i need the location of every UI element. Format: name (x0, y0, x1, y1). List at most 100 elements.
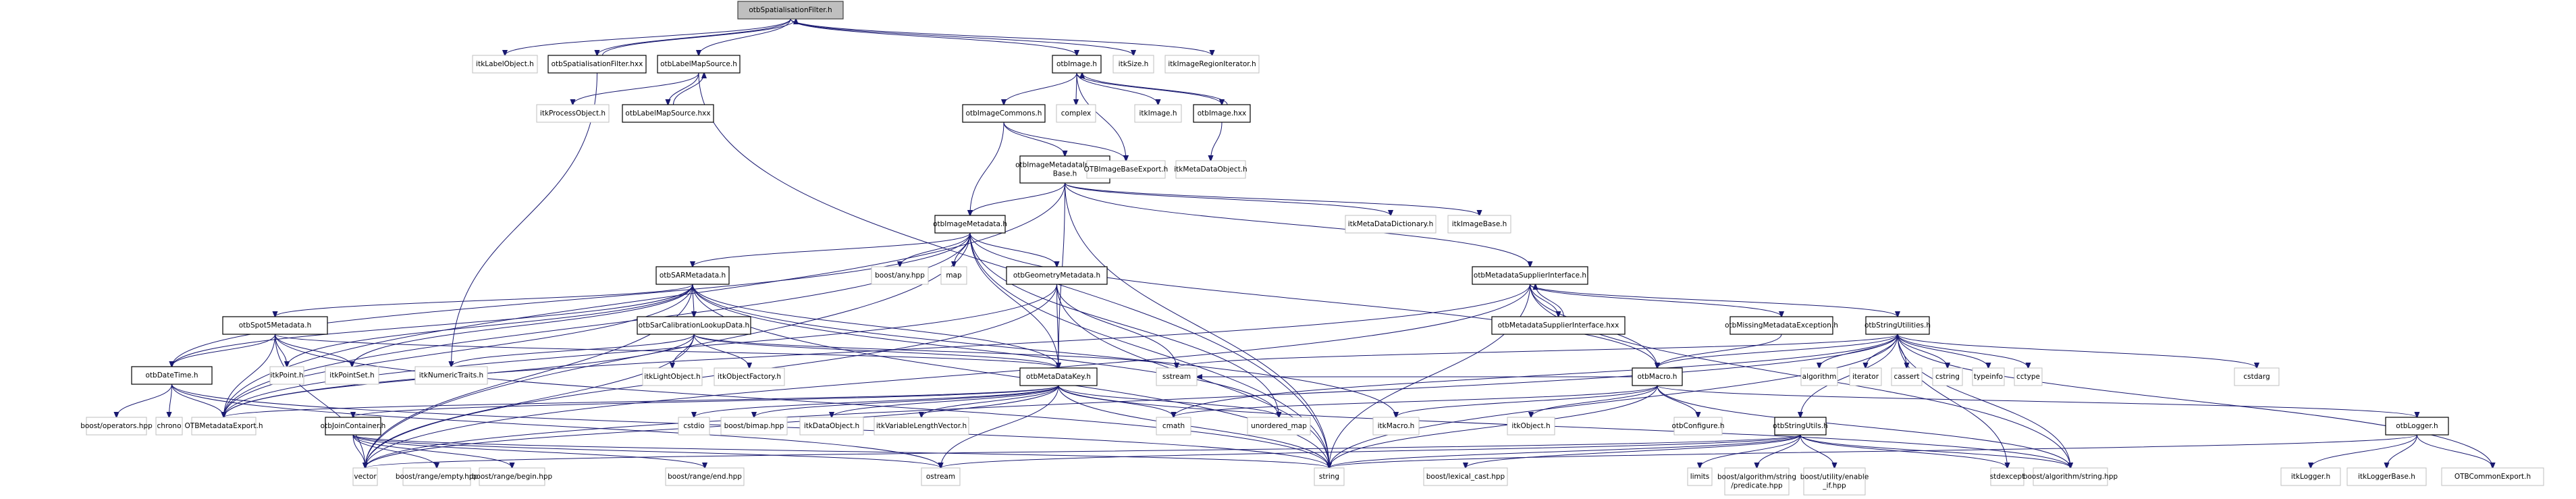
node-stdexcept: stdexcept (1990, 467, 2024, 486)
node-box (155, 417, 183, 436)
node-root[interactable]: otbSpatialisationFilter.h (737, 1, 844, 20)
node-mdSupplierHxx[interactable]: otbMetadataSupplierInterface.hxx (1491, 316, 1626, 335)
node-sarCalib[interactable]: otbSarCalibrationLookupData.h (637, 316, 751, 335)
edge-stringUtils-to-vector (365, 434, 1801, 468)
edge-stringUtils-to-stdexcept (1800, 434, 2008, 468)
node-label: boost/lexical_cast.hpp (1426, 473, 1505, 481)
node-imageMetadata[interactable]: otbImageMetadata.h (933, 215, 1007, 234)
edge-imageMetadata-to-geometryMetadata (969, 232, 1057, 267)
node-box (874, 417, 969, 436)
edge-otbMacro-to-otbLogger (1657, 385, 2417, 417)
edge-joinContainer-to-boostRangeEmpty (352, 434, 437, 468)
edge-stringUtilities-to-sstream (1177, 334, 1898, 368)
node-box (1052, 55, 1102, 74)
edge-otbLogger-to-itkLoggerBase (2387, 434, 2417, 468)
node-missingMdException[interactable]: otbMissingMetadataException.h (1725, 316, 1838, 335)
node-otbImage[interactable]: otbImage.h (1052, 55, 1102, 74)
node-label: cstring (1935, 373, 1960, 381)
node-labelMapSourceHxx[interactable]: otbLabelMapSource.hxx (622, 104, 714, 123)
node-label: otbStringUtils.h (1773, 422, 1828, 430)
edge-dateTime-to-boostOperators (117, 384, 172, 417)
node-box (940, 266, 967, 285)
node-otbMacro[interactable]: otbMacro.h (1632, 367, 1683, 386)
edge-stringUtilities-to-algorithm (1819, 334, 1898, 368)
node-imageCommons[interactable]: otbImageCommons.h (962, 104, 1046, 123)
node-stringUtilities[interactable]: otbStringUtilities.h (1864, 316, 1931, 335)
edge-otbLogger-to-itkLogger (2311, 434, 2417, 468)
node-box (642, 367, 703, 386)
node-label: otbSpatialisationFilter.h (749, 6, 832, 14)
node-label: boost/any.hpp (875, 271, 925, 280)
edge-imageMetadata-to-boostAny (900, 232, 971, 267)
edge-otbLogger-to-otbCommonExport (2417, 434, 2493, 468)
node-box (1134, 104, 1182, 123)
node-label: boost/range/begin.hpp (472, 473, 553, 481)
node-spatialHxx[interactable]: otbSpatialisationFilter.hxx (547, 55, 647, 74)
node-itkObject: itkObject.h (1507, 417, 1555, 436)
edge-imdInterfaceBase-to-itkImageBase (1065, 182, 1480, 215)
edge-stringUtils-to-boostLexicalCast (1466, 434, 1801, 468)
edge-sarCalib-to-sstream (693, 334, 1177, 368)
edge-spot5Metadata-to-vector (275, 334, 366, 468)
node-label: /predicate.hpp (1731, 482, 1783, 490)
edge-otbImage-to-itkImage (1076, 72, 1158, 105)
node-otbImageHxx[interactable]: otbImage.hxx (1193, 104, 1251, 123)
node-label: ostream (926, 473, 955, 481)
node-otbLogger[interactable]: otbLogger.h (2385, 417, 2449, 436)
node-box (1800, 367, 1838, 386)
node-label: otbStringUtilities.h (1864, 321, 1931, 330)
edge-otbMacro-to-itkMacro (1396, 385, 1658, 417)
node-box (655, 266, 730, 285)
node-box (962, 104, 1046, 123)
edge-sarMetadata-to-spot5Metadata (275, 284, 693, 317)
node-metaDataKey[interactable]: otbMetaDataKey.h (1019, 367, 1098, 386)
node-box (86, 417, 147, 436)
node-box (1972, 367, 2005, 386)
node-mdSupplier[interactable]: otbMetadataSupplierInterface.h (1472, 266, 1588, 285)
node-label: otbLogger.h (2396, 422, 2438, 430)
edge-imageMetadata-to-dateTime (172, 232, 971, 367)
node-box (1193, 104, 1251, 123)
edge-sarCalib-to-itkNumericTraits (452, 334, 695, 367)
edge-imageMetadata-to-otbMetadataExport (224, 232, 971, 417)
node-label: boost/algorithm/string (1717, 473, 1796, 481)
edge-dateTime-to-otbMetadataExport (171, 384, 224, 417)
node-label: itkMacro.h (1378, 422, 1415, 430)
node-itkImageRegionIterator: itkImageRegionIterator.h (1164, 55, 1260, 74)
node-label: boost/algorithm/string.hpp (2023, 473, 2118, 481)
edge-otbMacro-to-boostAlgoString (1657, 385, 2070, 468)
edge-imageMetadata-to-vector (365, 232, 971, 468)
edge-stringUtilities-to-cctype (1897, 334, 2029, 368)
node-geometryMetadata[interactable]: otbGeometryMetadata.h (1006, 266, 1108, 285)
node-box (1175, 160, 1246, 179)
node-dateTime[interactable]: otbDateTime.h (131, 366, 213, 385)
edge-imageMetadata-to-otbMacro (969, 232, 1657, 368)
edge-metaDataKey-to-cmath (1058, 385, 1174, 417)
node-sarMetadata[interactable]: otbSARMetadata.h (655, 266, 730, 285)
edge-labelMapSourceHxx-to-labelMapSource (673, 73, 705, 105)
node-joinContainer[interactable]: otbJoinContainer.h (321, 417, 386, 436)
node-stringUtils[interactable]: otbStringUtils.h (1773, 417, 1828, 436)
node-cstdarg: cstdarg (2234, 367, 2280, 386)
edge-metaDataKey-to-boostBimap (754, 385, 1059, 417)
node-labelMapSource[interactable]: otbLabelMapSource.h (657, 55, 741, 74)
node-typeinfo: typeinfo (1972, 367, 2005, 386)
node-otbCommonExport: OTBCommonExport.h (2441, 467, 2544, 486)
edge-spot5Metadata-to-metaDataKey (275, 334, 1059, 368)
node-spot5Metadata[interactable]: otbSpot5Metadata.h (222, 316, 328, 335)
node-box (325, 366, 379, 385)
node-label: map (946, 271, 962, 280)
node-boostLexicalCast: boost/lexical_cast.hpp (1423, 467, 1508, 486)
edge-metaDataKey-to-otbMetadataExport (224, 385, 1059, 417)
node-label: sstream (1162, 373, 1191, 381)
edge-imdInterfaceBase-to-mdSupplier (1065, 182, 1530, 267)
node-boostAny: boost/any.hpp (871, 266, 929, 285)
node-chrono: chrono (155, 417, 183, 436)
node-box (665, 467, 745, 486)
node-box (799, 417, 864, 436)
node-box (1345, 215, 1437, 234)
edge-metaDataKey-to-boostAlgoString (1058, 385, 2070, 468)
edge-metaDataKey-to-vector (365, 385, 1059, 468)
node-label: itkPoint.h (270, 371, 303, 379)
edge-root-to-spatialHxx (597, 18, 791, 55)
